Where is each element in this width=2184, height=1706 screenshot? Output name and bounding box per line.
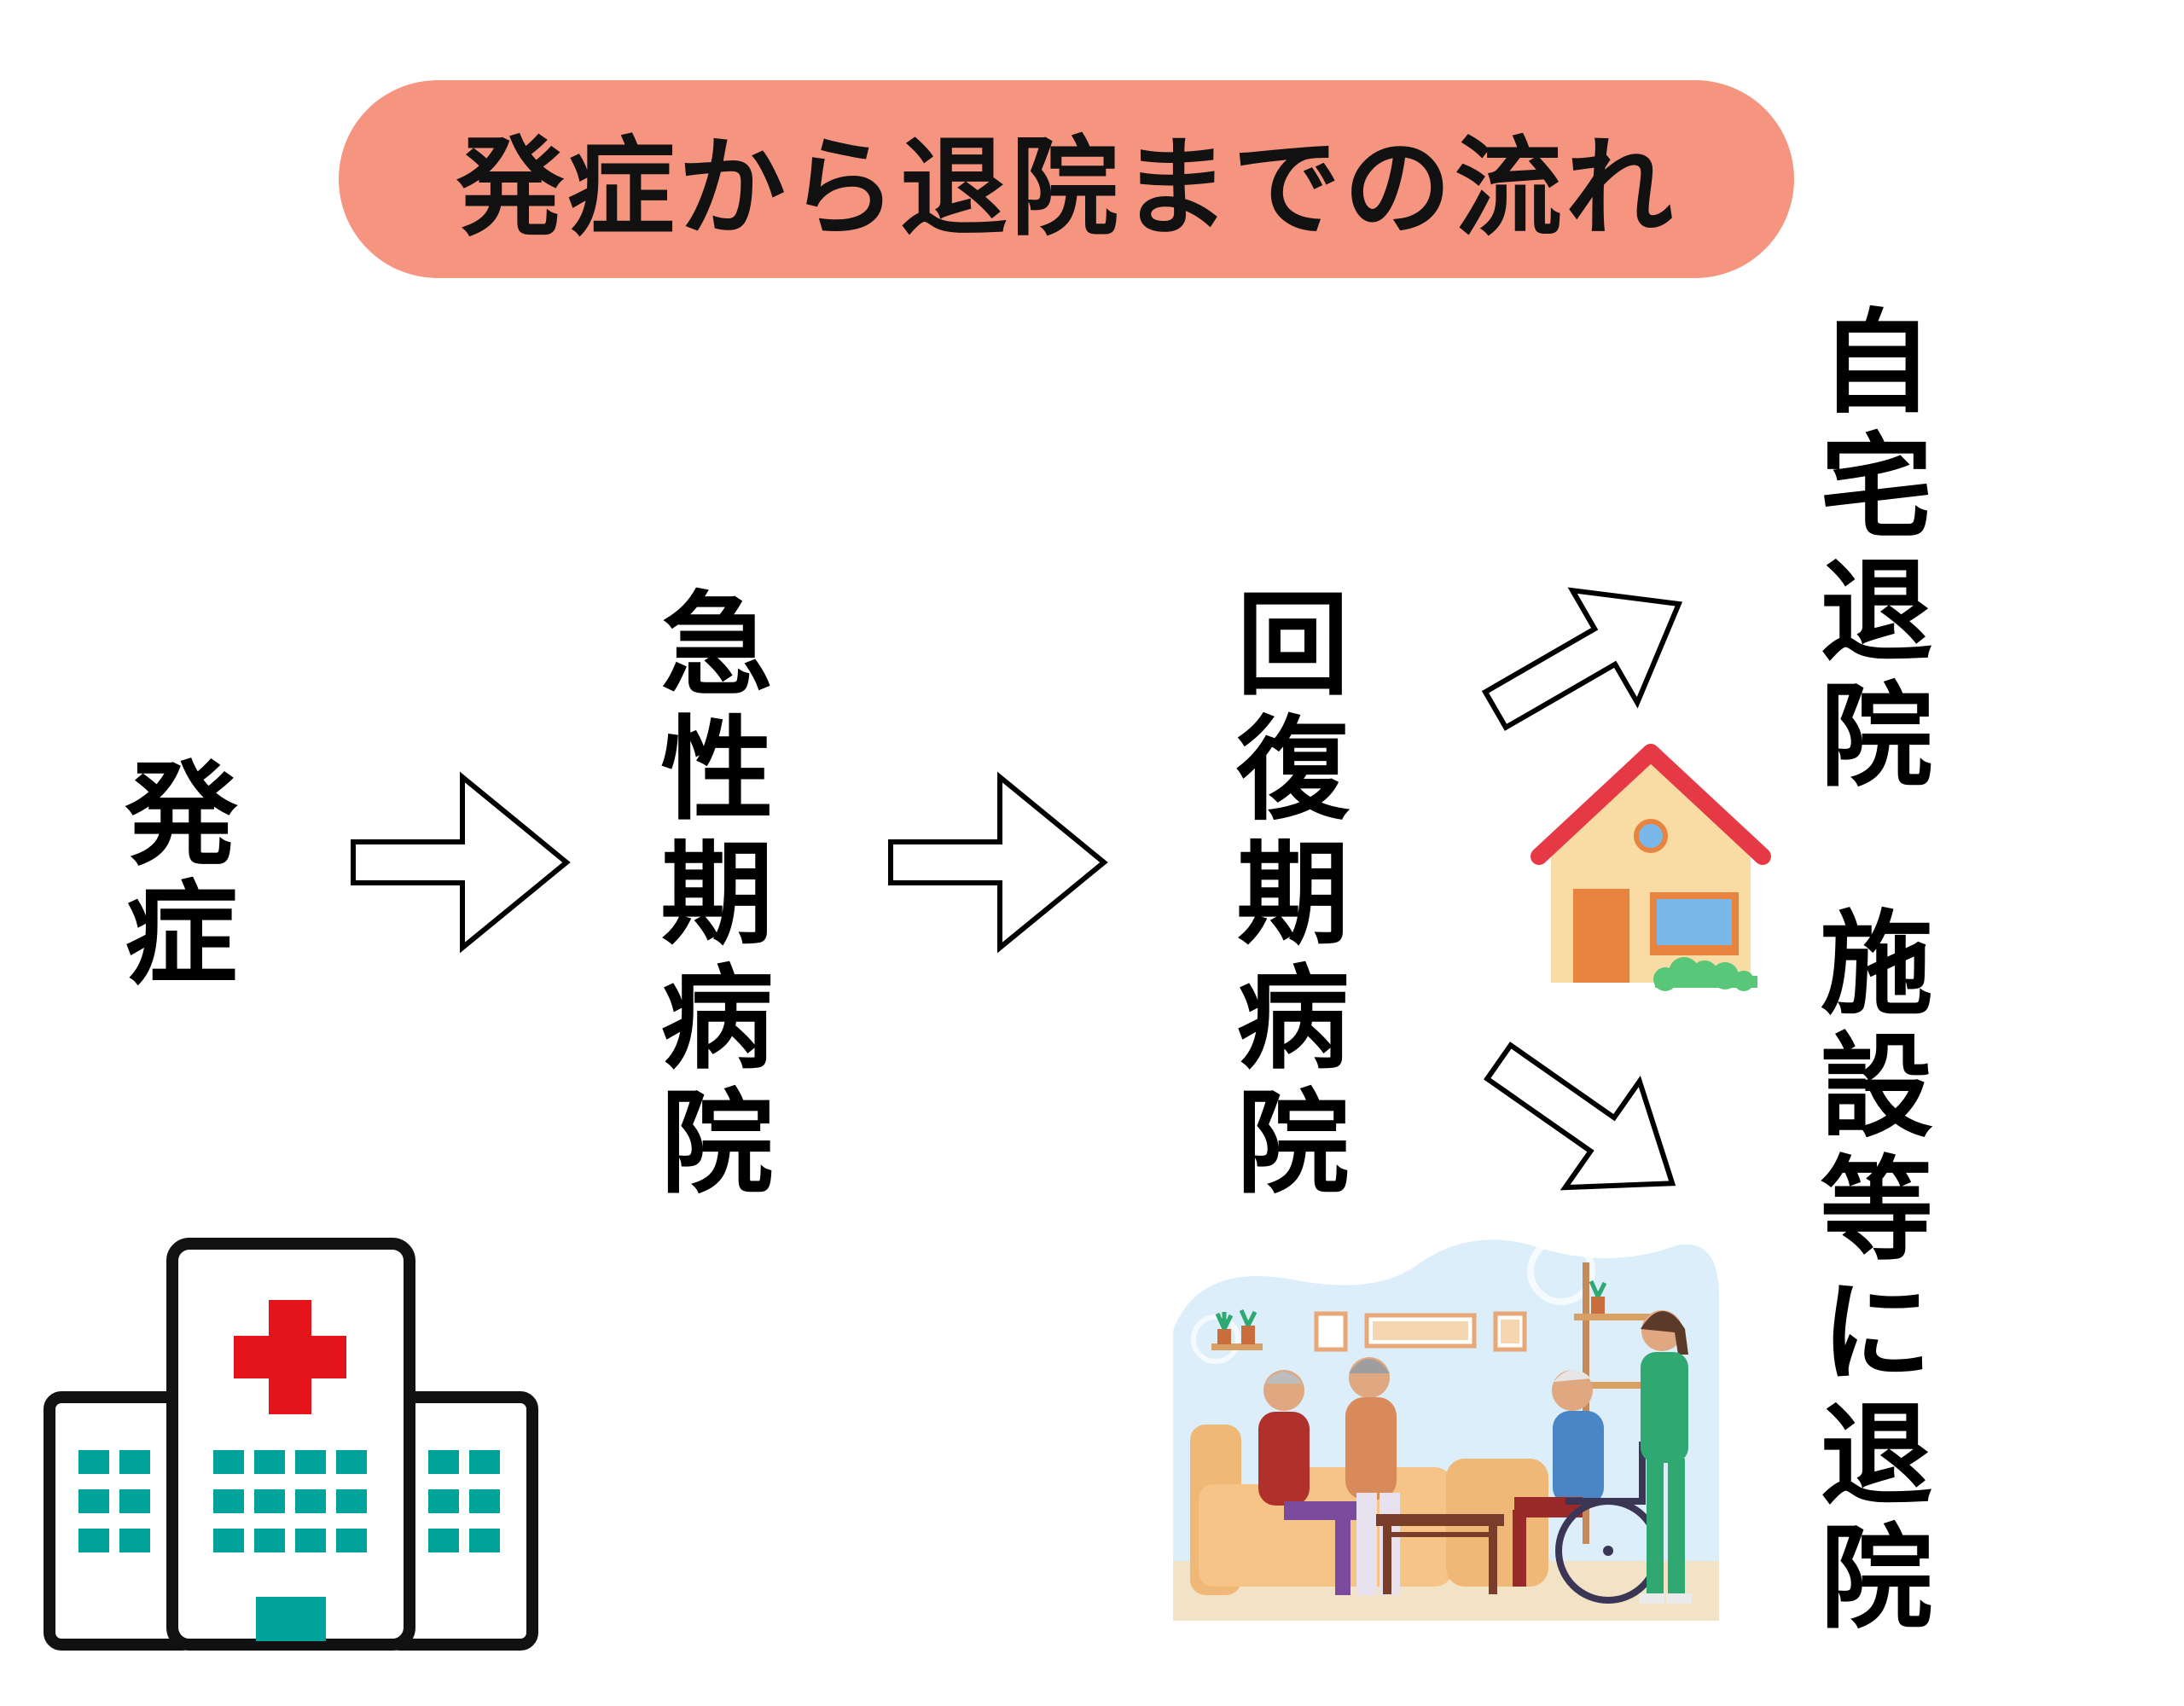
stage-onset-label: 発症 xyxy=(106,755,237,994)
arrow-up-right-icon xyxy=(1481,587,1683,731)
hospital-icon xyxy=(44,1238,538,1651)
stage-home-discharge-label: 自宅退院 xyxy=(1801,303,1932,801)
care-facility-illustration xyxy=(1173,1237,1719,1621)
house-icon xyxy=(1531,744,1771,991)
stage-recovery-hospital-label: 回復期病院 xyxy=(1217,585,1349,1208)
stage-facility-discharge-label: 施設等に退院 xyxy=(1801,904,1932,1641)
arrow-right-icon xyxy=(351,771,571,954)
page-title: 発症から退院までの流れ xyxy=(456,125,1676,251)
title-banner: 発症から退院までの流れ xyxy=(339,80,1794,278)
stage-acute-hospital-label: 急性期病院 xyxy=(642,585,773,1208)
arrow-down-right-icon xyxy=(1484,1042,1676,1191)
arrow-right-icon xyxy=(888,771,1108,954)
